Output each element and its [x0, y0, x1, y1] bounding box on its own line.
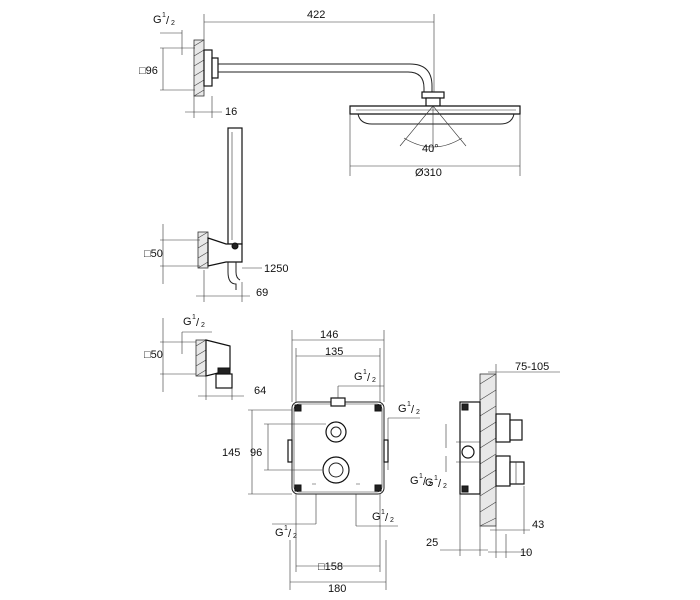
- thread-label-outlet: G 1 / 2: [183, 314, 205, 329]
- svg-text:/: /: [166, 15, 170, 27]
- thread-label-thermo-top: G 1 / 2: [354, 369, 376, 384]
- dim-40-label: 40°: [422, 143, 439, 155]
- svg-text:G: G: [153, 14, 162, 26]
- svg-text:G: G: [183, 316, 192, 328]
- spray-angle: 40°: [399, 105, 467, 155]
- svg-text:2: 2: [428, 481, 432, 488]
- svg-text:2: 2: [293, 533, 297, 540]
- svg-text:/: /: [385, 512, 389, 524]
- shower-arm: [218, 63, 445, 107]
- svg-text:G: G: [275, 527, 284, 539]
- dim-square-50-a-label: □50: [144, 248, 163, 260]
- dim-square-96-label: □96: [139, 65, 158, 77]
- svg-text:/: /: [288, 528, 292, 540]
- svg-text:2: 2: [443, 483, 447, 490]
- dim-69-label: 69: [256, 287, 268, 299]
- svg-text:/: /: [411, 404, 415, 416]
- dim-135-label: 135: [325, 346, 343, 358]
- svg-text:1: 1: [434, 475, 438, 482]
- concealed-body-side-view: [456, 373, 525, 527]
- svg-text:/: /: [423, 476, 427, 488]
- svg-text:1: 1: [284, 525, 288, 532]
- svg-text:/: /: [438, 478, 442, 490]
- thread-label-thermo-bottom-right: G 1 / 2: [372, 509, 394, 524]
- svg-text:1: 1: [419, 473, 423, 480]
- dim-square-158-label: □158: [318, 561, 343, 573]
- svg-text:G: G: [372, 511, 381, 523]
- dim-1250-label: 1250: [264, 263, 288, 275]
- svg-text:1: 1: [192, 314, 196, 321]
- svg-text:1: 1: [407, 401, 411, 408]
- svg-text:G: G: [410, 475, 419, 487]
- dim-square-50-b-label: □50: [144, 349, 163, 361]
- shower-arm-flange-view: [193, 39, 219, 97]
- dim-diameter-310-label: Ø310: [415, 167, 442, 179]
- hand-shower: [227, 127, 243, 245]
- svg-text:2: 2: [390, 517, 394, 524]
- dim-146-label: 146: [320, 329, 338, 341]
- thread-label-top: G 1 / 2: [153, 12, 175, 27]
- dim-64-label: 64: [254, 385, 266, 397]
- dim-96-b-label: 96: [250, 447, 262, 459]
- svg-text:2: 2: [372, 377, 376, 384]
- svg-text:/: /: [367, 372, 371, 384]
- svg-text:1: 1: [363, 369, 367, 376]
- dim-75-105-label: 75-105: [515, 361, 549, 373]
- dim-43-label: 43: [532, 519, 544, 531]
- thread-label-thermo-right-lower: G 1 / 2: [410, 473, 432, 488]
- svg-text:2: 2: [201, 322, 205, 329]
- svg-text:1: 1: [381, 509, 385, 516]
- svg-text:G: G: [398, 403, 407, 415]
- svg-text:2: 2: [171, 20, 175, 27]
- wall-outlet-elbow: [195, 339, 233, 389]
- svg-text:2: 2: [416, 409, 420, 416]
- dim-422-label: 422: [307, 9, 325, 21]
- svg-text:1: 1: [162, 12, 166, 19]
- svg-text:G: G: [354, 371, 363, 383]
- dim-16-label: 16: [225, 106, 237, 118]
- svg-text:G: G: [425, 477, 434, 489]
- thermostat-front-view: [287, 397, 389, 495]
- dim-10-label: 10: [520, 547, 532, 559]
- thread-label-thermo-right: G 1 / 2: [398, 401, 420, 416]
- dim-145-label: 145: [222, 447, 240, 459]
- thread-label-thermo-bottom-left: G 1 / 2: [275, 525, 297, 540]
- dim-180-label: 180: [328, 583, 346, 595]
- dim-25-label: 25: [426, 537, 438, 549]
- hand-shower-holder: [197, 231, 243, 290]
- svg-text:/: /: [196, 317, 200, 329]
- thread-label-side: G 1 / 2: [425, 475, 447, 490]
